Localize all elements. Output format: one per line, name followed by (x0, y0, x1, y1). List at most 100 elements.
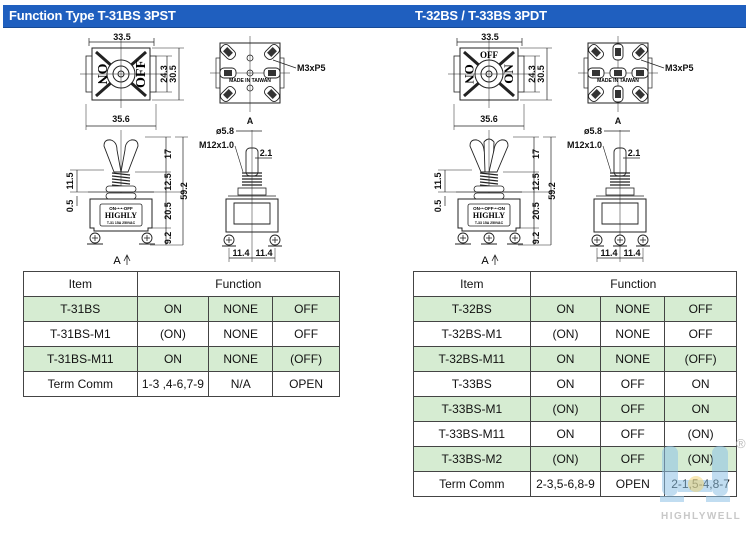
dim-lever-height-label: 17 (531, 149, 541, 159)
front-label-off: OFF (134, 60, 149, 88)
cell-function-1: 1-3 ,4-6,7-9 (136, 371, 210, 397)
terminal-screw-icon (223, 89, 233, 99)
nut-upper (473, 185, 505, 193)
cell-function-3: OFF (664, 321, 737, 347)
terminal-view-a: MADE IN TAIWAN (578, 36, 658, 112)
dim-bushing-height-label: 12.5 (163, 173, 173, 191)
highlywell-logo: ® HIGHLYWELL (660, 436, 750, 530)
cell-item: Term Comm (23, 371, 138, 397)
dim-bottom-width-label: 35.6 (480, 114, 498, 124)
terminal-screw-icon (635, 89, 645, 99)
terminal-screw-icon (267, 89, 277, 99)
terminal-1 (588, 44, 604, 60)
dim-top-width-label: 33.5 (481, 32, 499, 42)
dim-toggle-dia-label: ø5.8 (584, 126, 602, 136)
terminal-8 (612, 85, 624, 103)
logo-mark-icon (660, 446, 730, 502)
dim-toggle-dia-label: ø5.8 (216, 126, 234, 136)
leader-bushing-thread (602, 145, 612, 173)
cell-function-3: (OFF) (664, 346, 737, 372)
bushing-thread (111, 175, 131, 179)
terminal-7 (612, 43, 624, 61)
cell-function-3: ON (664, 396, 737, 422)
dim-screw-thread-label: M3xP5 (665, 63, 694, 73)
rivet-bottom (246, 84, 254, 92)
header-item: Item (23, 271, 138, 297)
cell-item: T-33BS-M1 (413, 396, 531, 422)
dim-outer-height-label: 30.5 (536, 65, 546, 83)
cell-function-1: (ON) (529, 396, 602, 422)
cell-function-2: NONE (208, 321, 274, 347)
arrow-a-icon (491, 254, 499, 265)
terminal-screw-icon (636, 70, 644, 76)
cell-item: T-31BS-M1 (23, 321, 138, 347)
front-label-on-right: ON (501, 64, 516, 84)
dim-screw-thread-label: M3xP5 (297, 63, 326, 73)
body-label-brand: HIGHLY (105, 211, 137, 220)
cell-function-2: NONE (600, 296, 666, 322)
bushing-thread (479, 178, 499, 182)
dim-body-height-label: 20.5 (163, 202, 173, 220)
cell-function-2: NONE (208, 346, 274, 372)
view-a-label: A (615, 116, 622, 126)
arrow-a-label: A (481, 255, 489, 267)
dim-outer-height-label: 30.5 (168, 65, 178, 83)
lever-on-position (103, 139, 122, 173)
dim-lever-offset-label: 2.1 (628, 148, 641, 158)
body-end-window (233, 202, 271, 225)
cell-function-1: 2-3,5-6,8-9 (529, 471, 602, 497)
cell-function-3: OPEN (272, 371, 340, 397)
cell-function-1: (ON) (529, 446, 602, 472)
cell-function-2: NONE (208, 296, 274, 322)
cell-function-1: (ON) (529, 321, 602, 347)
front-label-on: ON (94, 64, 109, 85)
terminal-view-a: MADE IN TAIWAN (210, 36, 290, 112)
nut-lower (473, 192, 505, 200)
logo-wordmark: HIGHLYWELL (661, 511, 742, 522)
rivet-top (246, 54, 254, 62)
dim-bottom-width-label: 35.6 (112, 114, 130, 124)
cell-item: T-31BS (23, 296, 138, 322)
panel-title-left: Function Type T-31BS 3PST (9, 8, 176, 23)
cell-function-1: ON (136, 296, 210, 322)
body-end-window (601, 202, 639, 225)
terminal-4 (263, 67, 281, 79)
dim-washer-label: 0.5 (65, 200, 75, 213)
cell-item: T-33BS-M2 (413, 446, 531, 472)
cell-function-1: ON (529, 296, 602, 322)
end-view (222, 130, 282, 262)
end-view (590, 130, 650, 262)
rivet-center (246, 69, 254, 77)
bushing-thread (479, 172, 499, 176)
body-label-brand: HIGHLY (473, 211, 505, 220)
terminal-5 (220, 86, 236, 102)
cell-function-3: OFF (272, 321, 340, 347)
cell-function-1: ON (529, 421, 602, 447)
dim-pitch-right-label: 11.4 (623, 248, 640, 258)
cell-item: T-32BS (413, 296, 531, 322)
cell-item: T-32BS-M1 (413, 321, 531, 347)
terminal-screw-icon (635, 47, 645, 57)
body-label-rating: T-33 15A 250VAC (475, 221, 504, 225)
dim-terminal-height-label: 9.2 (163, 232, 173, 245)
cell-item: T-33BS-M11 (413, 421, 531, 447)
dim-bushing-side-label: 11.5 (65, 172, 75, 189)
cell-function-2: NONE (600, 321, 666, 347)
front-label-on-left: ON (462, 64, 477, 84)
cell-function-1: (ON) (136, 321, 210, 347)
cell-function-2: NONE (600, 346, 666, 372)
dim-lever-offset-label: 2.1 (260, 148, 273, 158)
